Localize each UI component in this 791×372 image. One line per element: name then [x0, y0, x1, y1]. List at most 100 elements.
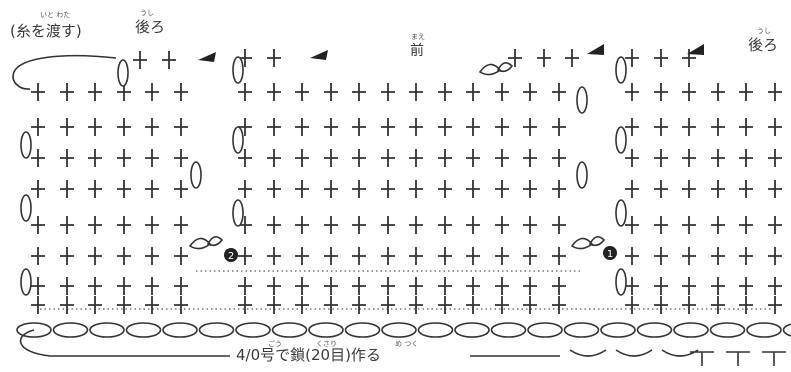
- single-crochet-symbol: [711, 216, 725, 234]
- turning-post: [190, 161, 202, 189]
- single-crochet-symbol: [625, 216, 639, 234]
- chain-stitch: [709, 322, 746, 338]
- single-crochet-symbol: [352, 118, 366, 136]
- single-crochet-symbol: [682, 296, 696, 314]
- single-crochet-symbol: [31, 118, 45, 136]
- single-crochet-symbol: [654, 83, 668, 101]
- single-crochet-symbol: [495, 277, 509, 295]
- lower-edge-stitch: [762, 351, 786, 366]
- single-crochet-symbol: [88, 149, 102, 167]
- chain-stitch: [235, 322, 271, 338]
- yarn-join-symbol: [206, 236, 224, 247]
- single-crochet-symbol: [352, 296, 366, 314]
- single-crochet-symbol: [174, 296, 188, 314]
- marker-1-circle: [603, 246, 617, 260]
- single-crochet-symbol: [267, 49, 281, 67]
- single-crochet-symbol: [174, 118, 188, 136]
- single-crochet-symbol: [31, 296, 45, 314]
- single-crochet-symbol: [352, 247, 366, 265]
- single-crochet-symbol: [523, 277, 537, 295]
- single-crochet-symbol: [739, 180, 753, 198]
- marker-2-circle: [224, 248, 238, 262]
- single-crochet-symbol: [88, 83, 102, 101]
- single-crochet-symbol: [523, 216, 537, 234]
- chain-stitch: [636, 322, 673, 338]
- single-crochet-symbol: [31, 277, 45, 295]
- turning-chain-posts: [20, 56, 627, 296]
- chain-stitch: [563, 322, 600, 338]
- single-crochet-symbol: [409, 180, 423, 198]
- back-label-1-reading: うし: [140, 9, 154, 17]
- single-crochet-symbol: [654, 49, 668, 67]
- single-crochet-symbol: [117, 296, 131, 314]
- single-crochet-symbol: [438, 296, 452, 314]
- single-crochet-symbol: [625, 277, 639, 295]
- single-crochet-symbol: [295, 83, 309, 101]
- turning-post: [615, 126, 627, 154]
- single-crochet-symbol: [409, 247, 423, 265]
- single-crochet-symbol: [523, 149, 537, 167]
- single-crochet-symbol: [711, 180, 725, 198]
- single-crochet-symbol: [162, 51, 176, 69]
- single-crochet-symbol: [565, 49, 579, 67]
- front-label-reading: まえ: [411, 33, 425, 41]
- chain-stitch: [673, 322, 709, 338]
- single-crochet-symbol: [711, 83, 725, 101]
- single-crochet-symbol: [295, 118, 309, 136]
- single-crochet-symbol: [552, 180, 566, 198]
- turning-post: [20, 268, 32, 296]
- single-crochet-symbol: [145, 180, 159, 198]
- single-crochet-symbol: [267, 216, 281, 234]
- single-crochet-symbol: [537, 49, 551, 67]
- single-crochet-symbol: [267, 247, 281, 265]
- single-crochet-symbol: [174, 83, 188, 101]
- single-crochet-symbol: [552, 83, 566, 101]
- single-crochet-symbol: [60, 296, 74, 314]
- single-crochet-symbol: [654, 247, 668, 265]
- single-crochet-symbol: [174, 216, 188, 234]
- single-crochet-symbol: [711, 149, 725, 167]
- single-crochet-symbol: [267, 149, 281, 167]
- single-crochet-symbol: [552, 149, 566, 167]
- single-crochet-symbol: [117, 247, 131, 265]
- single-crochet-symbol: [768, 149, 782, 167]
- yarn-join-symbol: [478, 63, 502, 76]
- single-crochet-symbol: [495, 83, 509, 101]
- single-crochet-symbol: [381, 118, 395, 136]
- single-crochet-symbol: [145, 216, 159, 234]
- single-crochet-symbol: [625, 49, 639, 67]
- single-crochet-symbol: [145, 296, 159, 314]
- single-crochet-symbol: [88, 216, 102, 234]
- single-crochet-symbol: [739, 83, 753, 101]
- single-crochet-symbol: [466, 296, 480, 314]
- single-crochet-symbol: [117, 118, 131, 136]
- yarn-markers: [12, 44, 786, 366]
- single-crochet-symbol: [145, 83, 159, 101]
- single-crochet-symbol: [117, 277, 131, 295]
- turning-post: [576, 86, 588, 114]
- row-direction-arrow: [310, 50, 328, 60]
- single-crochet-symbol: [145, 277, 159, 295]
- single-crochet-symbol: [552, 296, 566, 314]
- back-label-2-reading: うし: [757, 27, 771, 35]
- single-crochet-symbol: [88, 247, 102, 265]
- single-crochet-symbol: [625, 296, 639, 314]
- single-crochet-symbol: [711, 277, 725, 295]
- single-crochet-symbol: [117, 216, 131, 234]
- single-crochet-symbol: [739, 296, 753, 314]
- chain-stitch: [344, 322, 381, 338]
- single-crochet-symbol: [267, 296, 281, 314]
- single-crochet-symbol: [381, 216, 395, 234]
- single-crochet-symbol: [117, 149, 131, 167]
- foundation-chain: [16, 322, 791, 338]
- single-crochet-symbol: [31, 247, 45, 265]
- chain-stitch: [381, 322, 417, 338]
- row-direction-arrow: [587, 44, 604, 55]
- single-crochet-symbol: [238, 83, 252, 101]
- lower-edge-curve: [569, 349, 607, 357]
- thread-carry-note: (糸を渡す): [10, 22, 82, 40]
- chain-stitch: [271, 322, 308, 338]
- lower-edge-curve: [615, 349, 653, 357]
- yarn-join-symbol: [496, 62, 514, 73]
- single-crochet-symbol: [381, 247, 395, 265]
